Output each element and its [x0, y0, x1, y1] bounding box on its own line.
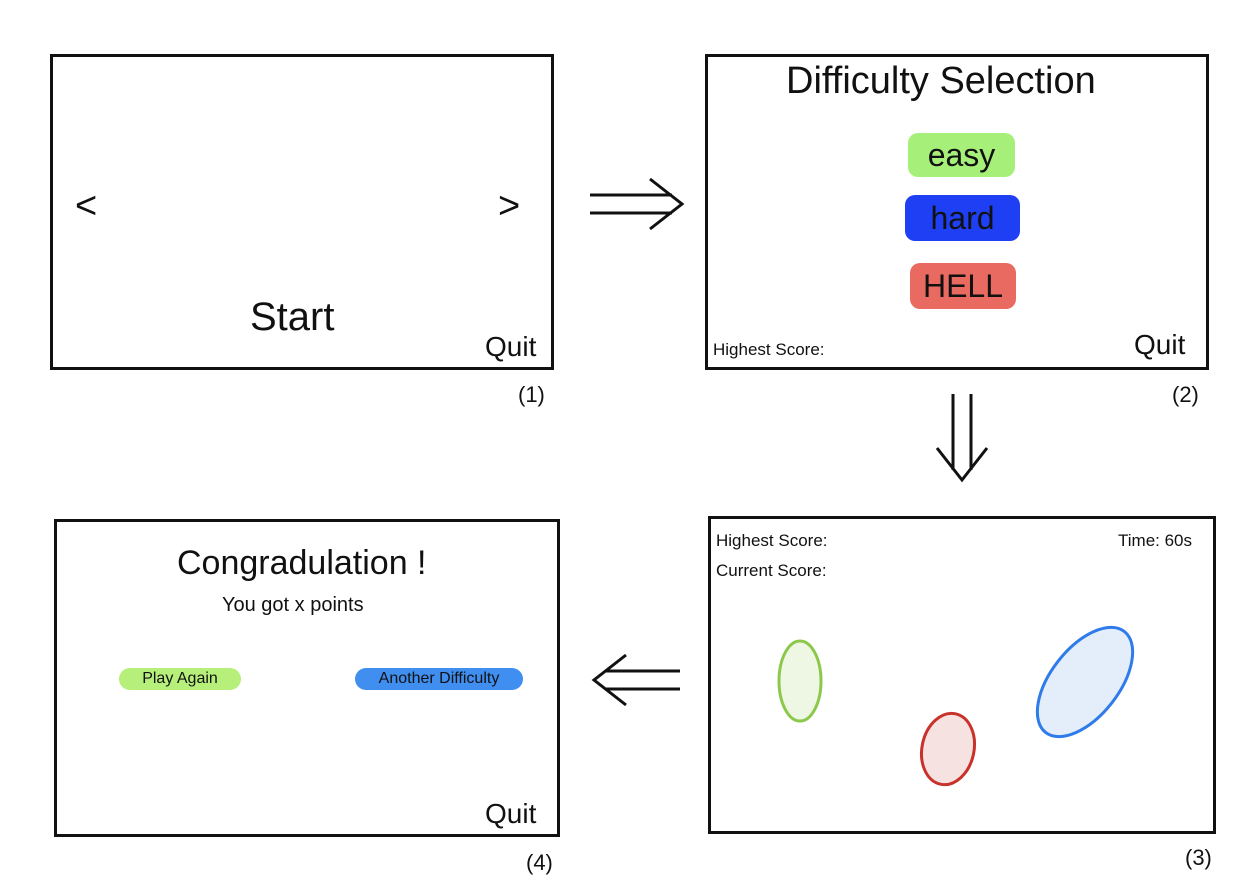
- quit-button[interactable]: Quit: [485, 331, 537, 362]
- target-field: [777, 611, 1151, 789]
- previous-arrow-button[interactable]: <: [75, 185, 98, 227]
- congratulation-title: Congradulation !: [177, 544, 427, 582]
- start-button[interactable]: Start: [250, 295, 335, 339]
- another-difficulty-label: Another Difficulty: [378, 670, 500, 687]
- easy-button-label: easy: [927, 136, 996, 173]
- another-difficulty-button[interactable]: Another Difficulty: [355, 668, 523, 690]
- start-screen: < > Start Quit: [50, 54, 554, 370]
- red-target[interactable]: [915, 708, 981, 789]
- hell-button[interactable]: HELL: [910, 263, 1016, 309]
- quit-button[interactable]: Quit: [1134, 329, 1186, 360]
- green-target[interactable]: [777, 639, 823, 723]
- points-subtitle: You got x points: [222, 594, 364, 616]
- easy-button[interactable]: easy: [908, 133, 1015, 177]
- screen-number-3: (3): [1185, 845, 1212, 870]
- right-arrow: [590, 177, 685, 231]
- quit-button[interactable]: Quit: [485, 798, 537, 829]
- hell-button-label: HELL: [922, 267, 1004, 304]
- current-score-label: Current Score:: [716, 561, 827, 580]
- down-arrow: [935, 394, 989, 483]
- hard-button[interactable]: hard: [905, 195, 1020, 241]
- game-screen: Highest Score: Current Score: Time: 60s: [708, 516, 1216, 834]
- highest-score-label: Highest Score:: [713, 340, 825, 359]
- left-arrow: [591, 653, 680, 707]
- play-again-label: Play Again: [142, 670, 218, 687]
- screen-number-4: (4): [526, 850, 553, 875]
- screen-number-2: (2): [1172, 382, 1199, 407]
- blue-target[interactable]: [1019, 611, 1151, 754]
- screen-number-1: (1): [518, 382, 545, 407]
- timer-label: Time: 60s: [1118, 531, 1193, 550]
- play-again-button[interactable]: Play Again: [119, 668, 241, 690]
- difficulty-title: Difficulty Selection: [786, 60, 1096, 102]
- highest-score-label: Highest Score:: [716, 531, 828, 550]
- difficulty-screen: Difficulty Selection easy hard HELL High…: [705, 54, 1209, 370]
- result-screen: Congradulation ! You got x points Play A…: [54, 519, 560, 837]
- next-arrow-button[interactable]: >: [498, 185, 521, 227]
- hard-button-label: hard: [930, 199, 995, 236]
